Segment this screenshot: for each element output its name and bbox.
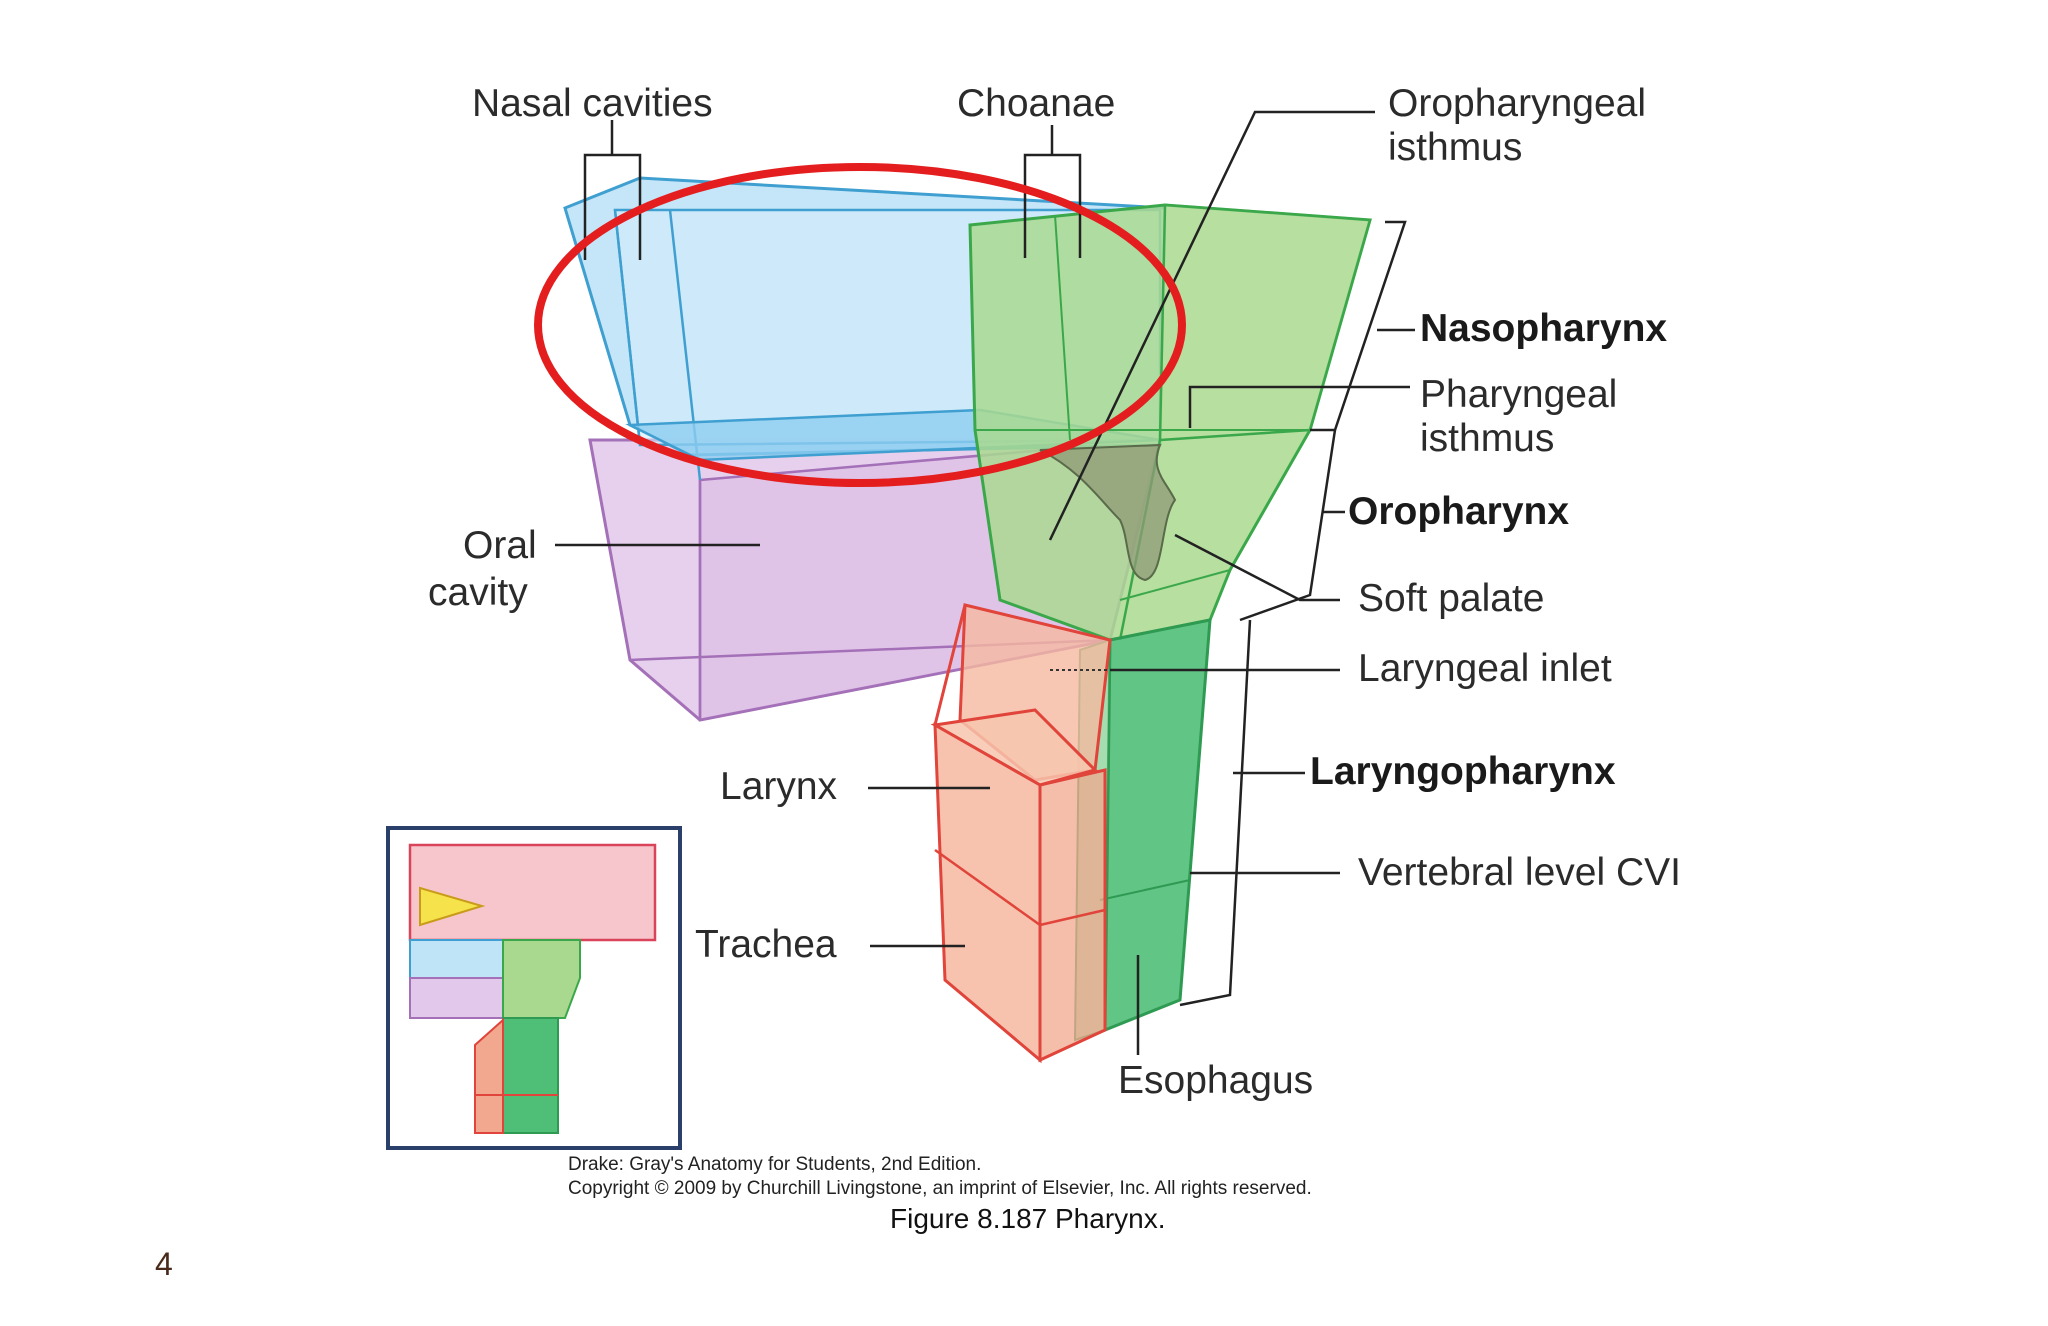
label-soft-palate: Soft palate: [1358, 577, 1544, 620]
leader-lines: [555, 110, 1415, 1055]
larynx-trachea-region: [930, 603, 1112, 1064]
label-pharyngeal-isthmus-2: isthmus: [1420, 417, 1554, 460]
label-trachea: Trachea: [695, 923, 837, 966]
label-vertebral-level: Vertebral level CVI: [1358, 851, 1681, 894]
label-esophagus: Esophagus: [1118, 1059, 1313, 1102]
label-oral-cavity-2: cavity: [428, 571, 528, 614]
label-choanae: Choanae: [957, 82, 1115, 125]
label-laryngopharynx: Laryngopharynx: [1310, 750, 1616, 793]
orientation-inset: [386, 826, 682, 1150]
page-number: 4: [155, 1246, 173, 1282]
label-oral-cavity-1: Oral: [463, 524, 537, 567]
label-oropharyngeal-isthmus-2: isthmus: [1388, 126, 1522, 169]
credit-line-1: Drake: Gray's Anatomy for Students, 2nd …: [568, 1154, 981, 1175]
soft-palate-shape: [1036, 443, 1177, 582]
label-oropharynx: Oropharynx: [1348, 490, 1569, 533]
region-brackets: [1179, 220, 1407, 1007]
pharynx-region: [968, 203, 1372, 642]
label-oropharyngeal-isthmus-1: Oropharyngeal: [1388, 82, 1646, 125]
highlight-ellipse: [534, 163, 1186, 487]
label-larynx: Larynx: [720, 765, 838, 808]
figure-caption: Figure 8.187 Pharynx.: [890, 1203, 1166, 1234]
label-nasopharynx: Nasopharynx: [1420, 307, 1667, 350]
credit-line-2: Copyright © 2009 by Churchill Livingston…: [568, 1178, 1312, 1199]
label-pharyngeal-isthmus-1: Pharyngeal: [1420, 373, 1617, 416]
label-laryngeal-inlet: Laryngeal inlet: [1358, 647, 1612, 690]
label-nasal-cavities: Nasal cavities: [472, 82, 713, 125]
